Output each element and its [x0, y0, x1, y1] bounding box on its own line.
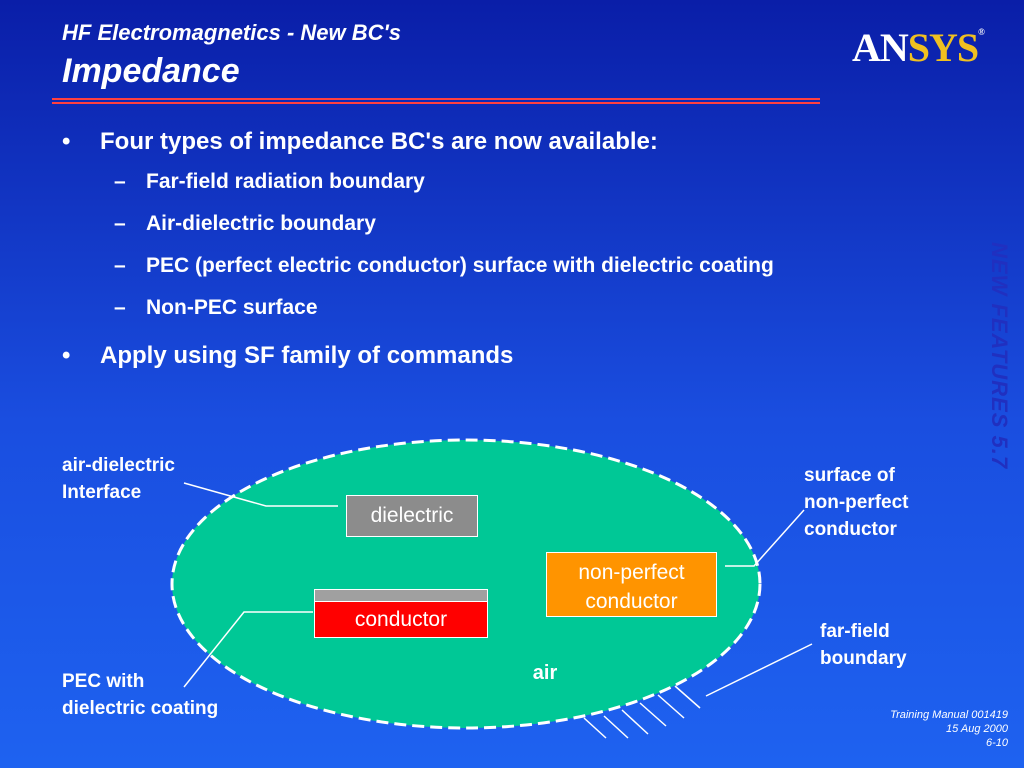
leader-line-surface — [725, 509, 805, 567]
footer-date: 15 Aug 2000 — [946, 723, 1008, 735]
coating-layer — [314, 589, 488, 602]
sub-bullet-text: Air-dielectric boundary — [146, 212, 376, 235]
callout-line: far-field — [820, 621, 890, 642]
footer-page: 6-10 — [985, 737, 1008, 749]
sub-bullet-item: – Far-field radiation boundary — [114, 170, 942, 194]
logo-part-sys: SYS — [907, 25, 979, 70]
slide-title: Impedance — [62, 52, 240, 90]
title-divider — [52, 98, 820, 104]
non-perfect-conductor-box: non-perfect conductor — [546, 552, 717, 617]
air-region-ellipse — [170, 438, 762, 730]
callout-line: Interface — [62, 482, 142, 503]
callout-line: surface of — [804, 465, 895, 486]
leader-line-far-field — [705, 643, 813, 697]
callout-line: dielectric coating — [62, 698, 219, 719]
dash-icon: – — [114, 170, 126, 193]
callout-line: air-dielectric — [62, 455, 175, 476]
callout-line: PEC with — [62, 671, 145, 692]
leader-line-air-dielectric — [183, 482, 338, 507]
sub-bullet-text: Far-field radiation boundary — [146, 170, 425, 193]
dash-icon: – — [114, 296, 126, 319]
dash-icon: – — [114, 254, 126, 277]
far-field-hatch — [583, 685, 701, 739]
bullet-dot-icon: • — [62, 342, 71, 369]
sub-bullet-text: PEC (perfect electric conductor) surface… — [146, 254, 774, 277]
sub-bullet-item: – Non-PEC surface — [114, 296, 942, 320]
bullet-item: • Apply using SF family of commands — [62, 342, 942, 370]
ansys-logo: ANSYS® — [852, 25, 985, 70]
sub-bullet-item: – Air-dielectric boundary — [114, 212, 942, 236]
non-perfect-label-line2: conductor — [585, 590, 678, 613]
air-label: air — [532, 662, 558, 684]
logo-registered-mark: ® — [978, 27, 985, 37]
footer-info: Training Manual 001419 15 Aug 2000 6-10 — [890, 708, 1008, 750]
callout-line: conductor — [804, 519, 897, 540]
dash-icon: – — [114, 212, 126, 235]
bullet-text: Four types of impedance BC's are now ava… — [100, 128, 658, 155]
footer-manual: Training Manual 001419 — [890, 709, 1008, 721]
callout-line: non-perfect — [804, 492, 909, 513]
surface-callout: surface of non-perfect conductor — [804, 462, 909, 543]
sub-bullet-item: – PEC (perfect electric conductor) surfa… — [114, 254, 942, 278]
pec-callout: PEC with dielectric coating — [62, 668, 218, 722]
bullet-dot-icon: • — [62, 128, 71, 155]
far-field-callout: far-field boundary — [820, 618, 907, 672]
leader-line-pec — [183, 611, 313, 688]
new-features-side-label: NEW FEATURES 5.7 — [987, 242, 1012, 470]
bullet-list: • Four types of impedance BC's are now a… — [62, 128, 942, 384]
slide-subtitle: HF Electromagnetics - New BC's — [62, 20, 401, 45]
bullet-text: Apply using SF family of commands — [100, 342, 514, 369]
non-perfect-label-line1: non-perfect — [578, 561, 685, 584]
conductor-box: conductor — [314, 602, 488, 638]
dielectric-box: dielectric — [346, 495, 478, 537]
logo-part-an: AN — [852, 25, 909, 70]
callout-line: boundary — [820, 648, 907, 669]
leader-lines — [183, 482, 813, 697]
air-dielectric-callout: air-dielectric Interface — [62, 452, 175, 506]
bullet-item: • Four types of impedance BC's are now a… — [62, 128, 942, 156]
sub-bullet-text: Non-PEC surface — [146, 296, 318, 319]
